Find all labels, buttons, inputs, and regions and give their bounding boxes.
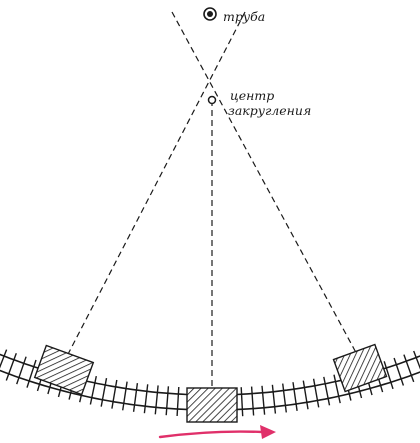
track-tie [0, 349, 8, 369]
track-tie [165, 386, 170, 416]
track-tie [323, 376, 331, 406]
track-tie [100, 377, 108, 407]
track-tie [111, 379, 118, 409]
track-tie [176, 386, 180, 417]
sight-lines [64, 11, 361, 395]
track-tie [26, 359, 37, 388]
center-marker-icon [207, 95, 217, 105]
chimney-label: труба [223, 9, 265, 24]
track-tie [250, 386, 255, 416]
track-tie [271, 384, 277, 414]
track-tie [143, 384, 149, 414]
center-label-line1: центр [230, 88, 274, 103]
train-car-left [33, 344, 95, 396]
train-car-right [332, 343, 388, 393]
track-tie [302, 380, 309, 410]
track-tie [16, 356, 27, 385]
track-tie [413, 350, 420, 370]
center-label-line2: закругления [228, 103, 311, 118]
track-tie [312, 378, 320, 408]
track-tie [282, 383, 287, 413]
track-tie [393, 357, 405, 386]
track-tie [89, 375, 97, 405]
motion-arrow-icon [158, 425, 276, 439]
track-tie [240, 387, 244, 417]
chimney-marker-icon [203, 7, 217, 21]
track-tie [292, 382, 298, 411]
track-tie [261, 385, 266, 415]
track-tie [5, 352, 17, 381]
track-tie [154, 385, 159, 415]
train-car-center [186, 387, 238, 423]
sight-line-left [64, 11, 246, 361]
track-tie [403, 354, 415, 383]
track-tie [333, 374, 341, 404]
track-tie [122, 381, 128, 411]
track-tie [383, 361, 394, 390]
sight-line-right [171, 11, 361, 361]
track-tie [132, 383, 139, 412]
